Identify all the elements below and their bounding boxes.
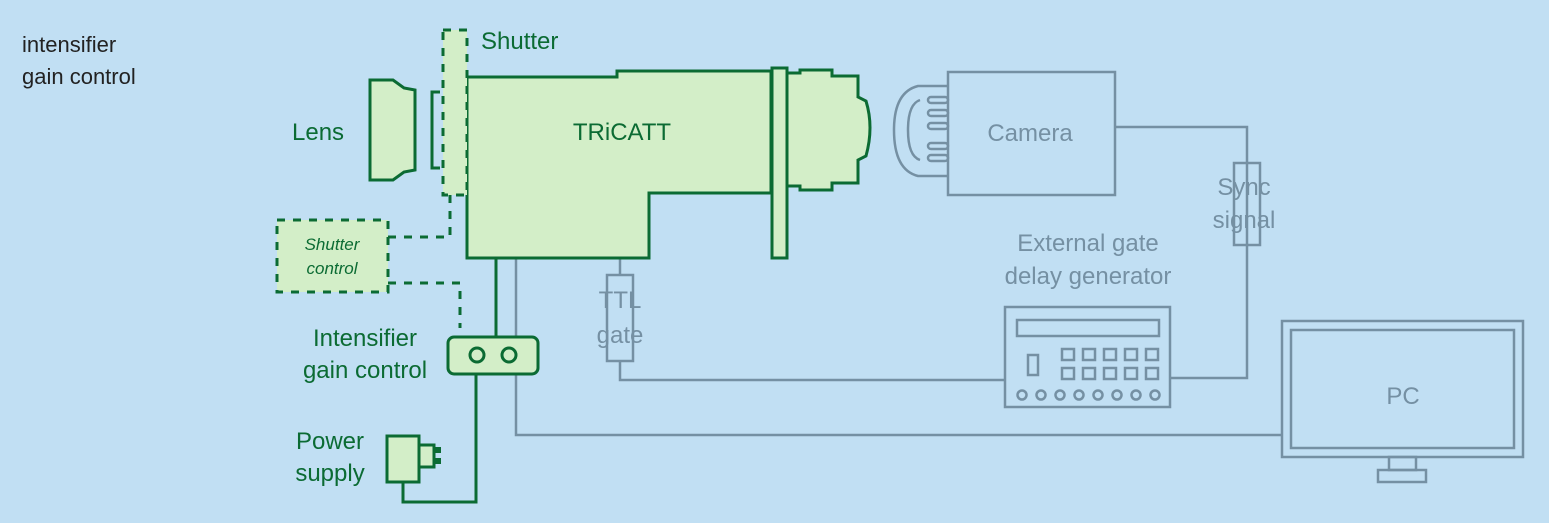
shutter-control-cable [388,195,452,239]
camera-icon [892,70,1117,197]
sync-cable [1115,125,1249,380]
sync-label-line1: Sync [1217,174,1270,201]
power-label-line1: Power [296,428,364,455]
shutter-label: Shutter [481,28,558,55]
delay-generator-knob [1130,389,1142,401]
shutter-control-box [275,218,390,294]
corner-label-line1: intensifier [22,32,116,57]
tricatt-label: TRiCATT [573,119,672,146]
gain-shutter-cable [388,281,462,328]
power-label-line2: supply [295,460,364,487]
pc-monitor-icon [1280,319,1525,484]
camera-label: Camera [987,120,1073,147]
gain-label-line1: Intensifier [313,325,417,352]
delay-generator-button [1060,347,1076,362]
delay-generator-knob [1016,389,1028,401]
delay-generator-knob [1092,389,1104,401]
delay-generator-knob [1111,389,1123,401]
delay-label-line2: delay generator [1005,263,1172,290]
delay-generator-button [1123,347,1139,362]
delay-generator-button [1102,366,1118,381]
delay-label-line1: External gate [1017,230,1158,257]
delay-generator-button [1144,366,1160,381]
delay-generator-button [1102,347,1118,362]
gain-control-icon [446,335,540,376]
delay-generator-icon [1003,305,1172,409]
shutter-icon [441,28,469,197]
delay-generator-knob [1054,389,1066,401]
ttl-gate-box [605,273,635,363]
delay-generator-button [1081,366,1097,381]
pc-label: PC [1386,383,1419,410]
ttl-label-line2: gate [597,322,644,349]
gray-wiring [514,125,1282,437]
delay-generator-button [1144,347,1160,362]
lens-icon [368,78,440,182]
gain-label-line2: gain control [303,357,427,384]
sync-label-line2: signal [1213,207,1276,234]
tricatt-icon [465,66,872,260]
delay-generator-button [1081,347,1097,362]
power-supply-icon [385,434,441,484]
power-cable [401,374,478,504]
delay-generator-knob [1035,389,1047,401]
shutter-control-label-line2: control [306,259,358,278]
delay-generator-knob [1149,389,1161,401]
shutter-control-label-line1: Shutter [305,235,361,254]
sync-signal-box [1232,161,1262,247]
pc-cable [514,258,1282,437]
ttl-cable [618,361,1005,382]
delay-generator-button [1123,366,1139,381]
ttl-label-line1: TTL [599,287,642,314]
corner-label-line2: gain control [22,64,136,89]
delay-generator-knob [1073,389,1085,401]
lens-label: Lens [292,119,344,146]
delay-generator-button [1060,366,1076,381]
